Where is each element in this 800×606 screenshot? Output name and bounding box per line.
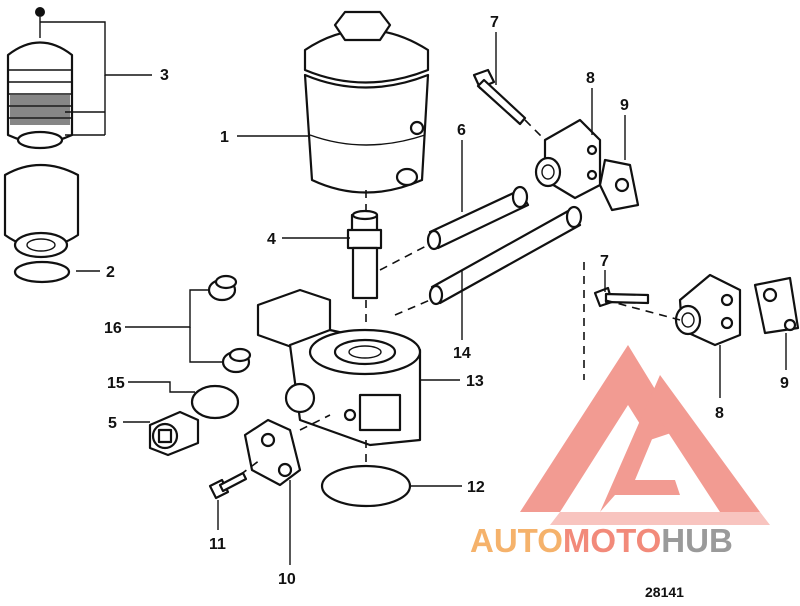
watermark-auto: AUTO [470, 522, 563, 559]
watermark-logo [520, 345, 770, 525]
callout-9-right: 9 [780, 375, 789, 392]
callout-9-upper: 9 [620, 97, 629, 114]
fitting-upper [534, 118, 640, 212]
filter-element [6, 7, 74, 150]
callout-6: 6 [457, 122, 466, 139]
callout-11: 11 [209, 536, 226, 553]
figure-number: 28141 [645, 584, 684, 600]
callout-16: 16 [104, 320, 122, 337]
callout-15: 15 [107, 375, 125, 392]
watermark-text: AUTOMOTOHUB [470, 522, 733, 559]
callout-13: 13 [466, 373, 484, 390]
oil-lines [426, 185, 583, 306]
callout-labels: 1 2 3 4 5 6 7 8 9 10 11 12 13 14 15 16 7… [104, 14, 789, 588]
callout-5: 5 [108, 415, 117, 432]
callout-4: 4 [267, 231, 276, 248]
bolt-right [593, 286, 650, 308]
oring-small [190, 384, 240, 420]
callout-1: 1 [220, 129, 229, 146]
alignment-lines [239, 119, 681, 476]
filter-lower-housing [3, 164, 80, 284]
fitting-right [674, 273, 800, 347]
center-adapter [346, 209, 383, 300]
svg-text:AUTOMOTOHUB: AUTOMOTOHUB [470, 522, 733, 559]
filter-canister [303, 10, 430, 194]
oring-large [320, 464, 412, 508]
plugs [207, 274, 252, 374]
callout-14: 14 [453, 345, 471, 362]
callout-8-right: 8 [715, 405, 724, 422]
sensor-bracket [243, 418, 302, 487]
callout-8-upper: 8 [586, 70, 595, 87]
callout-12: 12 [467, 479, 485, 496]
callout-10: 10 [278, 571, 296, 588]
callout-7-upper: 7 [490, 14, 499, 31]
callout-3: 3 [160, 67, 169, 84]
bolt-upper [472, 68, 527, 126]
watermark-hub: HUB [661, 522, 733, 559]
drain-plug [148, 410, 200, 457]
leader-lines [40, 21, 787, 565]
watermark-moto: MOTO [563, 522, 661, 559]
bolt-small [208, 471, 248, 500]
callout-7-right: 7 [600, 253, 609, 270]
filter-adapter-body [256, 288, 422, 447]
callout-2: 2 [106, 264, 115, 281]
